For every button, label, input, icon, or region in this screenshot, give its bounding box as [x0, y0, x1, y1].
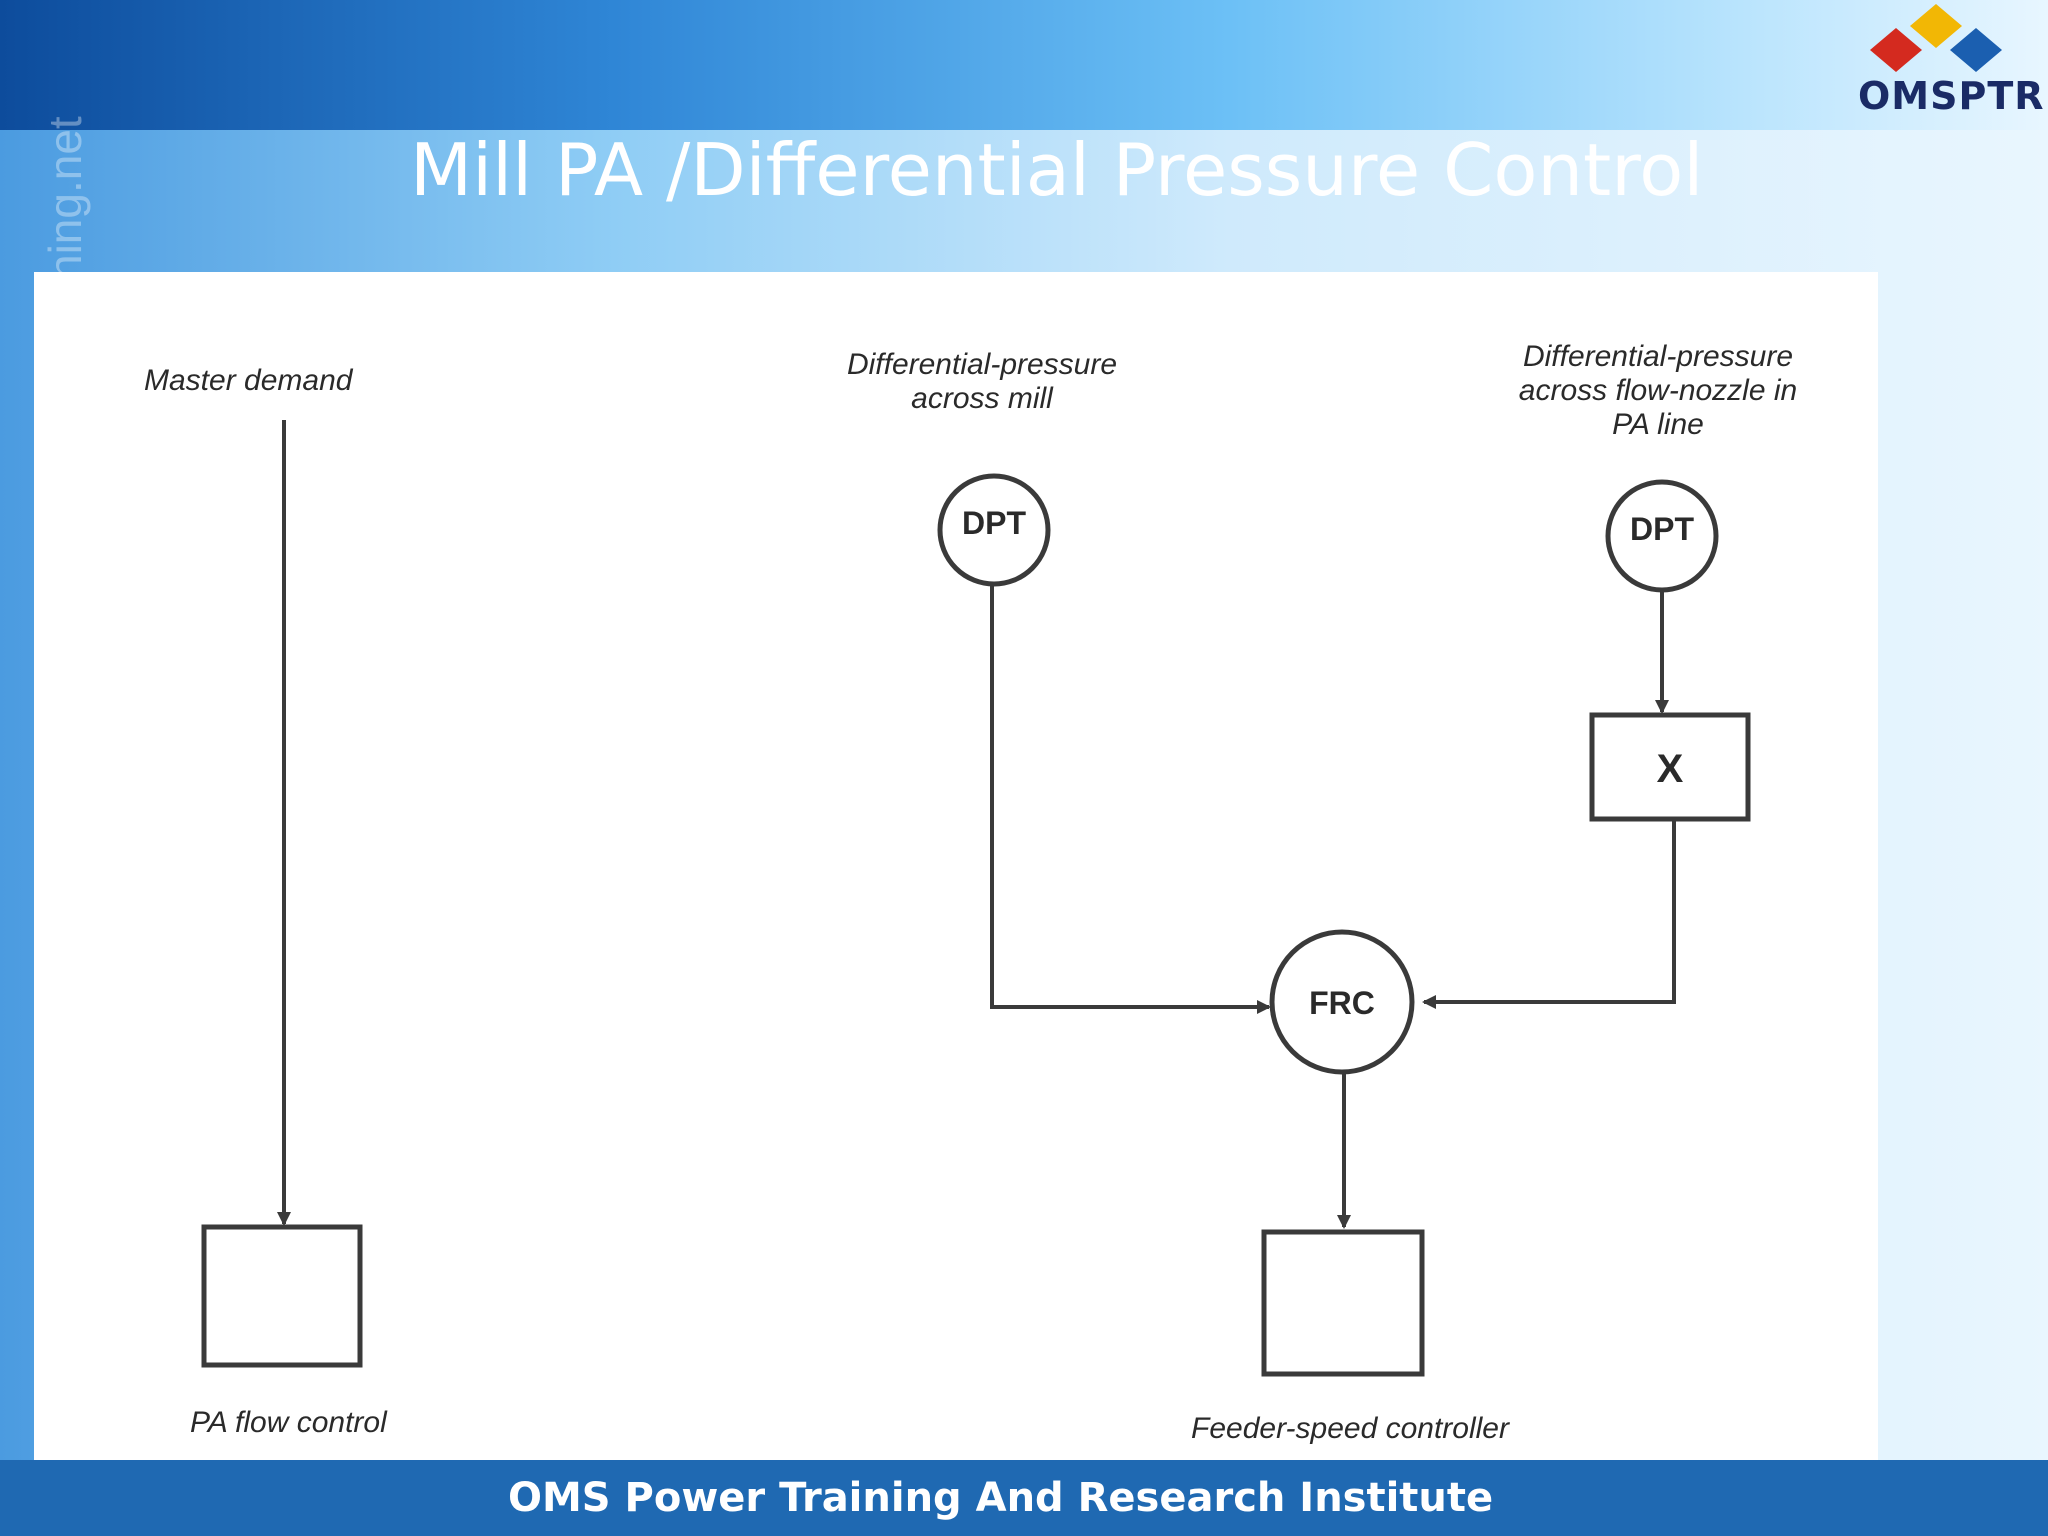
feeder-speed-controller-box	[1261, 1229, 1425, 1377]
dpt-mill-to-frc-line	[990, 584, 1271, 1014]
multiplier-text: X	[1657, 747, 1684, 791]
dp-mill-label-line1: Differential-pressure	[847, 348, 1117, 381]
logo-text: OMSPTRI	[1858, 74, 2048, 118]
dpt-nozzle-text: DPT	[1630, 511, 1694, 547]
dp-nozzle-label-line3: PA line	[1612, 408, 1704, 441]
dpt-mill-text: DPT	[962, 505, 1026, 541]
multiplier-to-frc-line	[1422, 819, 1676, 1009]
header-band	[0, 0, 2048, 130]
control-diagram: Master demand PA flow control Differenti…	[144, 340, 1797, 1445]
dp-nozzle-label-line1: Differential-pressure	[1523, 340, 1793, 373]
footer-bar	[0, 1460, 2048, 1536]
dp-mill-label-line2: across mill	[911, 382, 1054, 415]
feeder-speed-controller-label: Feeder-speed controller	[1191, 1412, 1510, 1445]
multiplier-box	[1589, 712, 1751, 822]
slide-title: Mill PA /Differential Pressure Control	[410, 128, 1704, 212]
pa-flow-control-box	[201, 1224, 363, 1368]
diagram-panel: Master demand PA flow control Differenti…	[34, 272, 1878, 1460]
pa-flow-control-label: PA flow control	[190, 1406, 388, 1439]
footer-text: OMS Power Training And Research Institut…	[508, 1475, 1494, 1521]
dp-nozzle-label-line2: across flow-nozzle in	[1519, 374, 1797, 407]
frc-text: FRC	[1309, 985, 1375, 1021]
master-demand-label: Master demand	[144, 364, 354, 397]
watermark-text: ning.net	[39, 116, 91, 280]
omsptri-logo-icon	[1870, 4, 2002, 72]
